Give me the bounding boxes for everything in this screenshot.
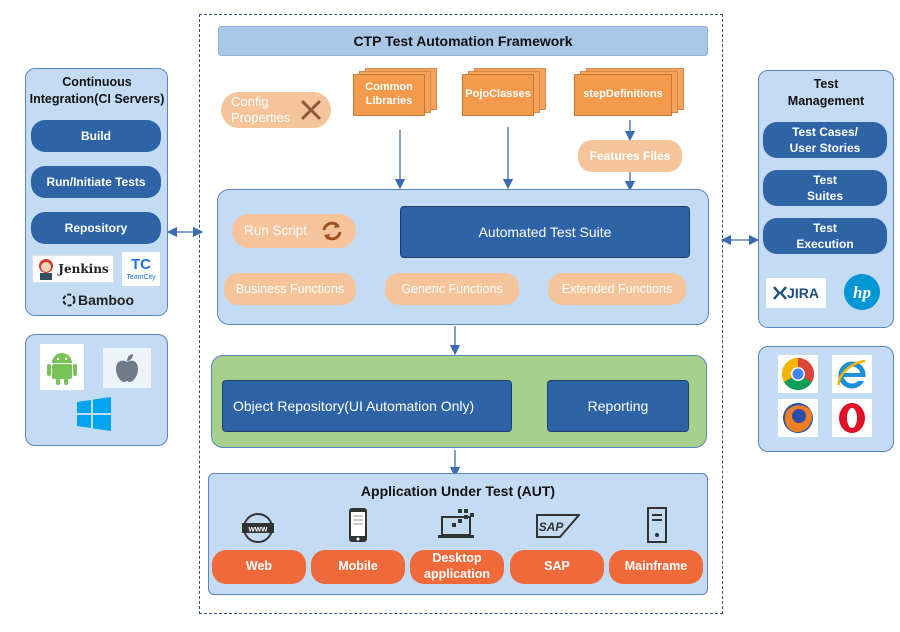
opera-icon [832,399,872,437]
jira-icon [773,286,788,300]
desktop-computer-icon [436,507,478,543]
apple-icon [103,348,151,388]
bamboo-label: Bamboo [78,292,134,308]
bamboo-icon [62,293,76,307]
internet-explorer-icon [832,355,872,393]
www-icon: www [240,510,276,546]
object-repository-button[interactable]: Object Repository(UI Automation Only) [222,380,512,432]
svg-text:www: www [248,525,268,534]
tools-icon [299,98,323,122]
extended-functions-pill[interactable]: Extended Functions [548,273,686,305]
config-properties-pill[interactable]: Config Properties [221,92,331,128]
framework-title: CTP Test Automation Framework [218,26,708,56]
target-web-button[interactable]: Web [212,550,306,584]
jenkins-logo: Jenkins [32,255,114,283]
teamcity-label: TeamCity [126,273,156,281]
aut-title: Application Under Test (AUT) [360,483,556,499]
ci-run-tests-button[interactable]: Run/Initiate Tests [31,166,161,198]
document-label: Common Libraries [353,74,425,116]
document-step-definitions[interactable]: stepDefinitions [574,68,684,116]
server-tower-icon [646,507,668,543]
test-management-title: Test Management [787,77,865,108]
config-properties-label: Config Properties [231,94,291,125]
target-mainframe-button[interactable]: Mainframe [609,550,703,584]
ci-repository-button[interactable]: Repository [31,212,161,244]
windows-icon [74,394,114,434]
ci-panel-title: Continuous Integration(CI Servers) [29,75,165,106]
test-execution-button[interactable]: Test Execution [763,218,887,254]
test-suites-button[interactable]: Test Suites [763,170,887,206]
reporting-button[interactable]: Reporting [547,380,689,432]
chrome-icon [778,355,818,393]
hp-label: hp [853,283,871,302]
generic-functions-pill[interactable]: Generic Functions [385,273,519,305]
framework-boundary [199,14,723,614]
bamboo-logo: Bamboo [58,289,138,311]
svg-text:SAP: SAP [539,520,565,534]
document-common-libraries[interactable]: Common Libraries [353,68,437,116]
automated-test-suite-button[interactable]: Automated Test Suite [400,206,690,258]
business-functions-pill[interactable]: Business Functions [224,273,356,305]
run-script-pill[interactable]: Run Script [232,214,356,248]
target-mobile-button[interactable]: Mobile [311,550,405,584]
sap-logo-icon: SAP [536,514,582,538]
teamcity-logo: TC TeamCity [122,252,160,286]
document-pojo-classes[interactable]: PojoClasses [462,68,546,116]
jenkins-icon [39,259,54,280]
firefox-icon [778,399,818,437]
hp-logo: hp [840,272,884,312]
document-label: stepDefinitions [574,74,672,116]
document-label: PojoClasses [462,74,534,116]
teamcity-abbr: TC [131,255,151,273]
target-sap-button[interactable]: SAP [510,550,604,584]
test-cases-button[interactable]: Test Cases/ User Stories [763,122,887,158]
run-script-label: Run Script [244,223,308,238]
ci-build-button[interactable]: Build [31,120,161,152]
jira-label: JIRA [787,285,819,301]
mobile-phone-icon [345,507,371,543]
refresh-icon [320,219,344,243]
target-desktop-button[interactable]: Desktop application [410,550,504,584]
jira-logo: JIRA [766,278,826,308]
android-icon [40,344,84,390]
features-files-pill[interactable]: Features Files [578,140,682,172]
jenkins-label: Jenkins [58,262,109,276]
